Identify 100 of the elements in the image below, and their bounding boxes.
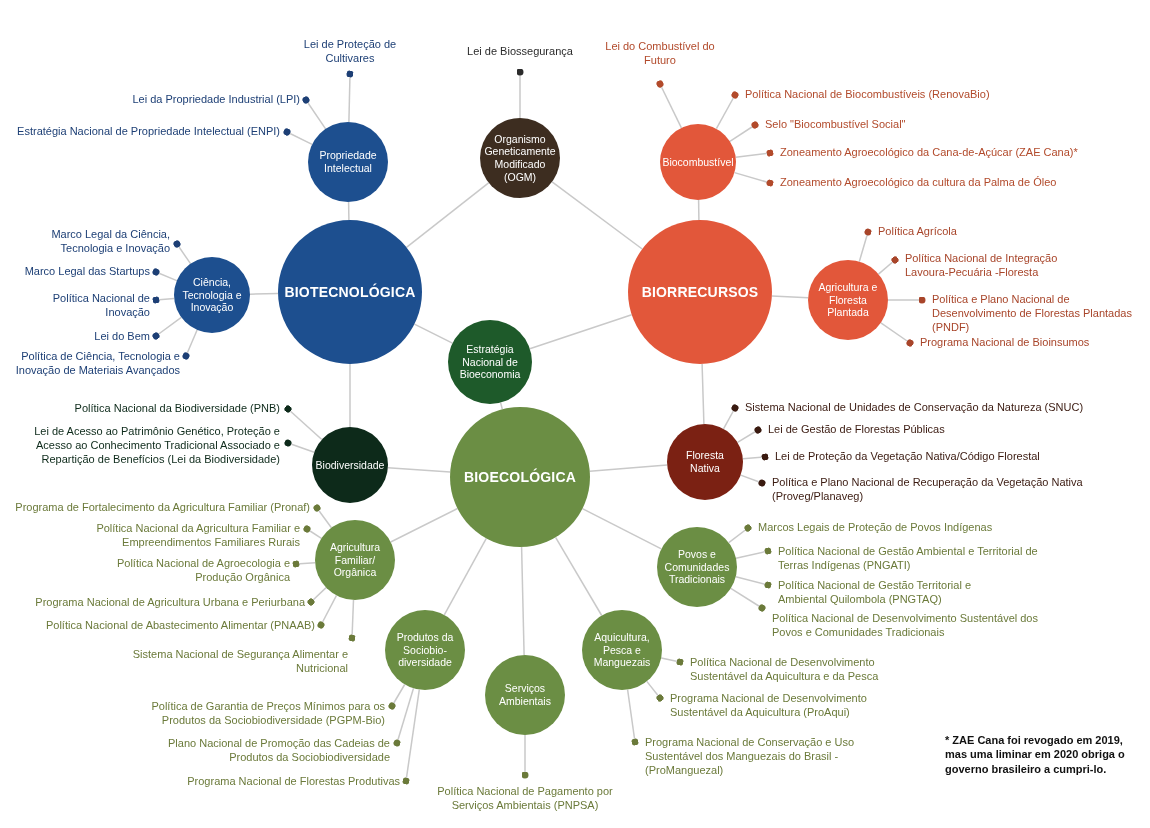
connector-line — [887, 296, 926, 304]
connector-line — [389, 507, 459, 543]
policy-text: Política Nacional da Agricultura Familiar e Empreendimentos Familiares Rurais — [60, 522, 300, 550]
policy-text: Política Nacional de Gestão Territorial e Ambiental Quilombola (PNGTAQ) — [778, 579, 988, 607]
topic-circle: Propriedade Intelectual — [308, 122, 388, 202]
connector-line — [736, 426, 762, 444]
topic-circle: Produtos da Sociobio- diversidade — [385, 610, 465, 690]
connector-line — [152, 268, 178, 282]
connector-line — [697, 199, 700, 221]
policy-text: Lei do Combustível do Futuro — [600, 40, 720, 68]
policy-text: Política Nacional da Biodiversidade (PNB) — [40, 402, 280, 416]
connector-line — [733, 171, 774, 187]
policy-text: Política Nacional de Gestão Ambiental e Territorial de Terras Indígenas (PNGATI) — [778, 545, 1038, 573]
connector-line — [387, 466, 451, 473]
policy-text: Política Nacional de Desenvolvimento Sustentável dos Povos e Comunidades Tradicionais — [772, 612, 1052, 640]
connector-line — [739, 474, 766, 487]
connector-line — [499, 401, 504, 411]
policy-text: Lei de Proteção de Cultivares — [295, 38, 405, 66]
policy-text: Lei de Biossegurança — [460, 45, 580, 59]
connector-line — [581, 507, 663, 550]
policy-text: Política Nacional de Biocombustíveis (RenovaBio) — [745, 88, 1065, 102]
connector-line — [715, 91, 739, 130]
connector-line — [735, 576, 772, 589]
policy-text: Política Nacional de Pagamento por Serviços Ambientais (PNPSA) — [435, 785, 615, 813]
topic-circle: Serviços Ambientais — [485, 655, 565, 735]
policy-text: Política Nacional de Abastecimento Alimentar (PNAAB) — [40, 619, 315, 633]
policy-text: Sistema Nacional de Unidades de Conservação da Natureza (SNUC) — [745, 401, 1090, 415]
policy-text: Política e Plano Nacional de Recuperação da Vegetação Nativa (Proveg/Planaveg) — [772, 476, 1117, 504]
connector-line — [589, 464, 668, 473]
footnote: * ZAE Cana foi revogado em 2019, mas uma liminar em 2020 obriga o governo brasileiro a cumpri-lo. — [945, 733, 1126, 776]
policy-text: Lei da Propriedade Industrial (LPI) — [90, 93, 300, 107]
topic-circle: Povos e Comunidades Tradicionais — [657, 527, 737, 607]
policy-text: Política Nacional de Agroecologia e Produção Orgânica — [100, 557, 290, 585]
connector-line — [388, 683, 406, 710]
topic-circle: BIOECOLÓGICA — [450, 407, 590, 547]
topic-circle: Organismo Geneticamente Modificado (OGM) — [480, 118, 560, 198]
connector-line — [722, 404, 739, 430]
topic-circle: Ciência, Tecnologia e Inovação — [174, 257, 250, 333]
policy-text: Política Agrícola — [878, 225, 1038, 239]
connector-line — [729, 121, 759, 143]
connector-line — [730, 587, 766, 612]
connector-line — [529, 314, 633, 350]
connector-line — [249, 292, 279, 295]
connector-line — [303, 525, 323, 540]
connector-line — [554, 536, 603, 617]
connector-line — [516, 68, 524, 119]
policy-text: Programa Nacional de Desenvolvimento Sustentável da Aquicultura (ProAqui) — [670, 692, 880, 720]
connector-line — [405, 182, 490, 249]
policy-text: Programa Nacional de Bioinsumos — [920, 336, 1140, 350]
connector-line — [284, 439, 315, 454]
policy-text: Marcos Legais de Proteção de Povos Indígenas — [758, 521, 1008, 535]
connector-line — [152, 296, 175, 304]
topic-circle: Aquicultura, Pesca e Manguezais — [582, 610, 662, 690]
policy-text: Sistema Nacional de Segurança Alimentar e Nutricional — [90, 648, 348, 676]
connector-line — [284, 405, 323, 441]
connector-line — [656, 80, 683, 129]
connector-line — [152, 316, 183, 340]
topic-circle: Biocombustível — [660, 124, 736, 200]
connector-line — [413, 323, 454, 344]
topic-circle: Floresta Nativa — [667, 424, 743, 500]
topic-circle: Agricultura e Floresta Plantada — [808, 260, 888, 340]
policy-text: Marco Legal da Ciência, Tecnologia e Inovação — [30, 228, 170, 256]
connector-line — [877, 256, 899, 275]
policy-text: Programa Nacional de Conservação e Uso Sustentável dos Manguezais do Brasil - (ProManguezal) — [645, 736, 895, 778]
connector-line — [347, 201, 350, 221]
connector-line — [317, 594, 338, 629]
connector-line — [626, 688, 639, 746]
connector-line — [348, 599, 356, 642]
connector-line — [292, 560, 316, 568]
connector-line — [349, 363, 351, 428]
connector-line — [393, 687, 415, 747]
connector-line — [735, 547, 772, 559]
connector-line — [858, 228, 872, 263]
policy-text: Marco Legal das Startups — [20, 265, 150, 279]
connector-line — [182, 329, 198, 360]
topic-circle: BIORRECURSOS — [628, 220, 772, 364]
policy-text: Política Nacional de Inovação — [40, 292, 150, 320]
policy-text: Lei do Bem — [60, 330, 150, 344]
connector-line — [660, 657, 684, 666]
connector-line — [402, 688, 421, 785]
connector-line — [313, 504, 333, 529]
policy-text: Política Nacional de Integração Lavoura-Pecuária -Floresta — [905, 252, 1085, 280]
connector-line — [173, 240, 192, 265]
connector-line — [734, 149, 774, 159]
policy-text: Estratégia Nacional de Propriedade Intelectual (ENPI) — [10, 125, 280, 139]
policy-text: Programa de Fortalecimento da Agricultura Familiar (Pronaf) — [10, 501, 310, 515]
policy-text: Selo "Biocombustível Social" — [765, 118, 1025, 132]
connector-line — [302, 96, 327, 130]
topic-circle: Estratégia Nacional de Bioeconomia — [448, 320, 532, 404]
connector-line — [443, 537, 488, 616]
connector-line — [880, 322, 914, 347]
policy-text: Programa Nacional de Florestas Produtivas — [150, 775, 400, 789]
policy-text: Política de Ciência, Tecnologia e Inovação de Materiais Avançados — [10, 350, 180, 378]
connector-line — [520, 546, 525, 656]
policy-text: Política de Garantia de Preços Mínimos para os Produtos da Sociobiodiversidade (PGPM-Bio) — [130, 700, 385, 728]
connector-line — [307, 586, 327, 606]
connector-line — [701, 363, 705, 425]
policy-text: Política e Plano Nacional de Desenvolvimento de Florestas Plantadas (PNDF) — [932, 293, 1147, 335]
topic-circle: Agricultura Familiar/ Orgânica — [315, 520, 395, 600]
connector-line — [551, 181, 643, 250]
